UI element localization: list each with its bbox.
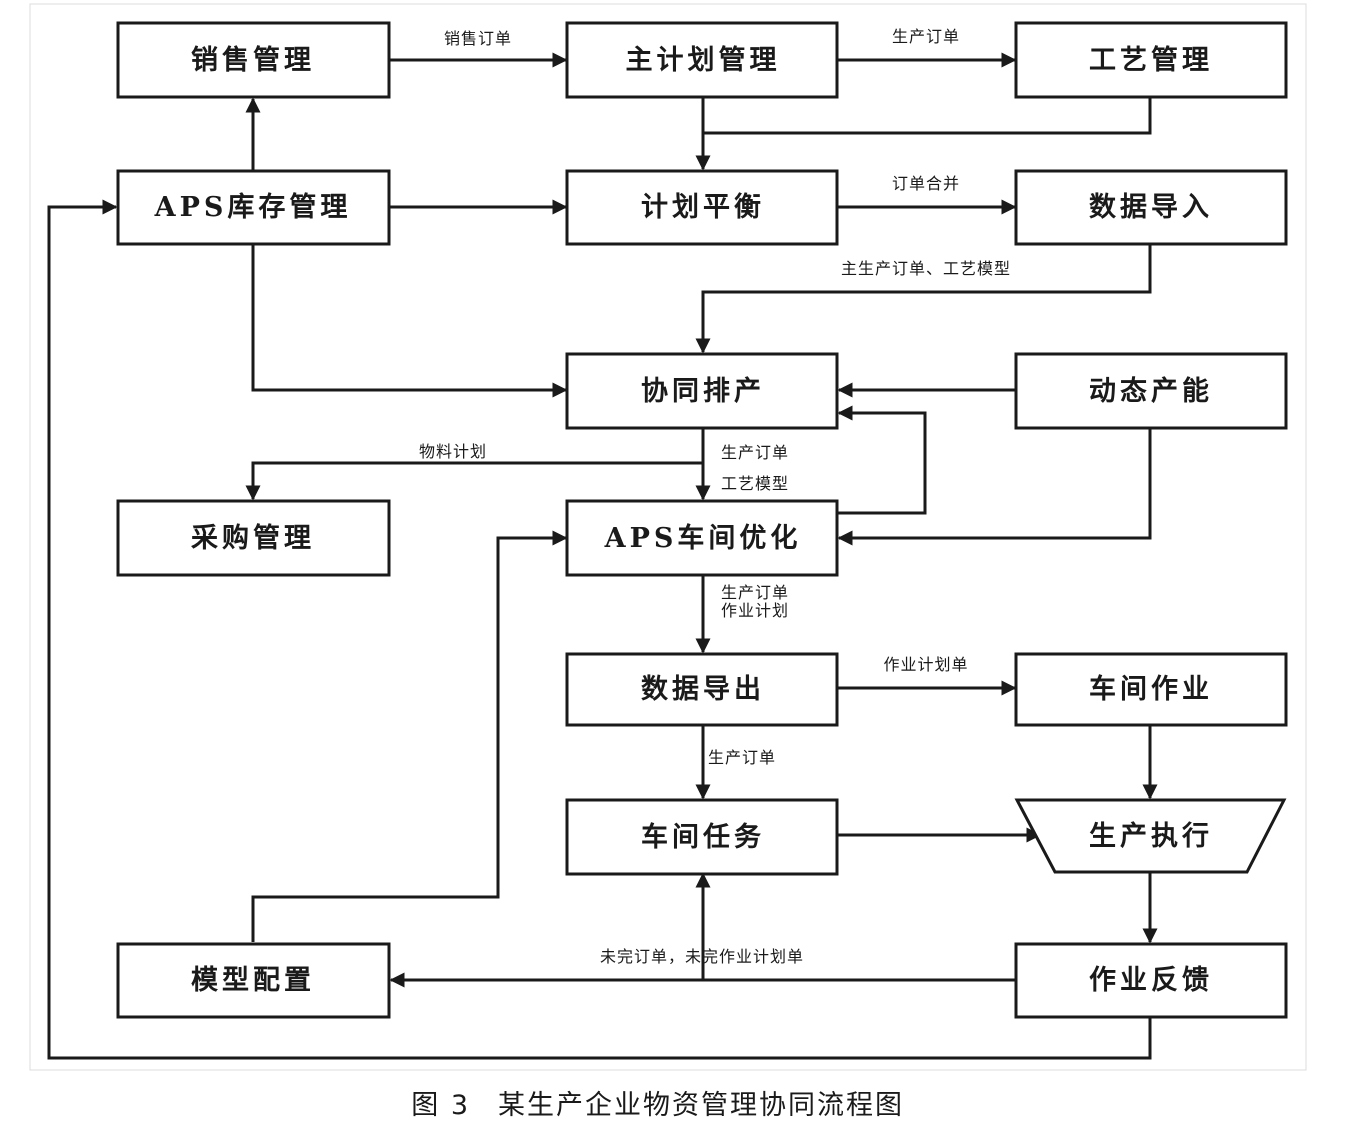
label-material-plan: 物料计划 [419, 442, 487, 461]
edge-feedback-to-inventory [47, 199, 1152, 1060]
label-main-order-model: 主生产订单、工艺模型 [841, 259, 1011, 278]
node-plan-balance-label: 计划平衡 [641, 192, 765, 223]
label-prod-order-1: 生产订单 [721, 443, 789, 462]
node-dynamic-capacity: 动态产能 [1014, 352, 1288, 430]
node-model-config: 模型配置 [116, 942, 391, 1019]
node-data-export-label: 数据导出 [641, 674, 765, 705]
node-plan-balance: 计划平衡 [565, 169, 839, 246]
edge-labels: 销售订单 生产订单 订单合并 主生产订单、工艺模型 物料计划 生产订单 工艺模型… [419, 27, 1011, 966]
label-prod-order-3: 生产订单 [708, 748, 776, 767]
node-process-mgmt-label: 工艺管理 [1089, 45, 1213, 76]
node-collab-schedule-label: 协同排产 [641, 376, 765, 407]
node-aps-workshop-opt-label: APS车间优化 [604, 522, 802, 554]
edge-import-to-schedule [695, 244, 1152, 354]
node-master-plan: 主计划管理 [565, 21, 839, 99]
figure-caption: 图 3 某生产企业物资管理协同流程图 [411, 1090, 904, 1121]
node-procurement: 采购管理 [116, 499, 391, 577]
edge-inventory-to-schedule [251, 244, 568, 398]
label-job-plan: 作业计划 [721, 601, 789, 620]
edge-schedule-to-procurement [245, 461, 703, 501]
caption-number: 图 3 [411, 1090, 470, 1121]
node-data-export: 数据导出 [565, 652, 839, 727]
label-production-order: 生产订单 [892, 27, 960, 46]
label-prod-order-2: 生产订单 [721, 583, 789, 602]
edge-model-to-optimize [251, 530, 568, 942]
edge-optimize-feedback [837, 405, 927, 515]
label-process-model: 工艺模型 [721, 474, 789, 493]
node-sales: 销售管理 [116, 21, 391, 99]
node-workshop-tasks-label: 车间任务 [641, 821, 765, 853]
node-workshop-ops-label: 车间作业 [1089, 673, 1213, 705]
edges [47, 52, 1158, 1060]
label-sales-order: 销售订单 [444, 29, 512, 48]
node-aps-workshop-opt: APS车间优化 [565, 499, 839, 577]
node-production-exec: 生产执行 [1014, 798, 1287, 874]
node-data-import-label: 数据导入 [1089, 192, 1213, 223]
node-procurement-label: 采购管理 [191, 523, 315, 554]
node-aps-inventory: APS库存管理 [116, 169, 391, 246]
node-data-import: 数据导入 [1014, 169, 1288, 246]
node-aps-inventory-label: APS库存管理 [154, 192, 352, 223]
label-unfinished: 未完订单，未完作业计划单 [600, 947, 804, 966]
node-job-feedback: 作业反馈 [1014, 942, 1288, 1019]
node-model-config-label: 模型配置 [191, 965, 315, 996]
label-job-plan-sheet: 作业计划单 [883, 655, 968, 674]
node-dynamic-capacity-label: 动态产能 [1089, 375, 1213, 407]
node-collab-schedule: 协同排产 [565, 352, 839, 430]
figure-frame [29, 3, 1307, 1071]
node-sales-label: 销售管理 [191, 44, 315, 76]
node-production-exec-label: 生产执行 [1089, 820, 1213, 852]
node-master-plan-label: 主计划管理 [626, 45, 781, 76]
node-workshop-ops: 车间作业 [1014, 652, 1288, 727]
edge-process-loop [703, 97, 1152, 135]
node-job-feedback-label: 作业反馈 [1089, 965, 1213, 996]
label-order-merge: 订单合并 [892, 174, 960, 193]
caption-title: 某生产企业物资管理协同流程图 [498, 1090, 904, 1121]
node-process-mgmt: 工艺管理 [1014, 21, 1288, 99]
edge-capacity-to-optimize [837, 428, 1152, 546]
node-workshop-tasks: 车间任务 [565, 798, 839, 876]
